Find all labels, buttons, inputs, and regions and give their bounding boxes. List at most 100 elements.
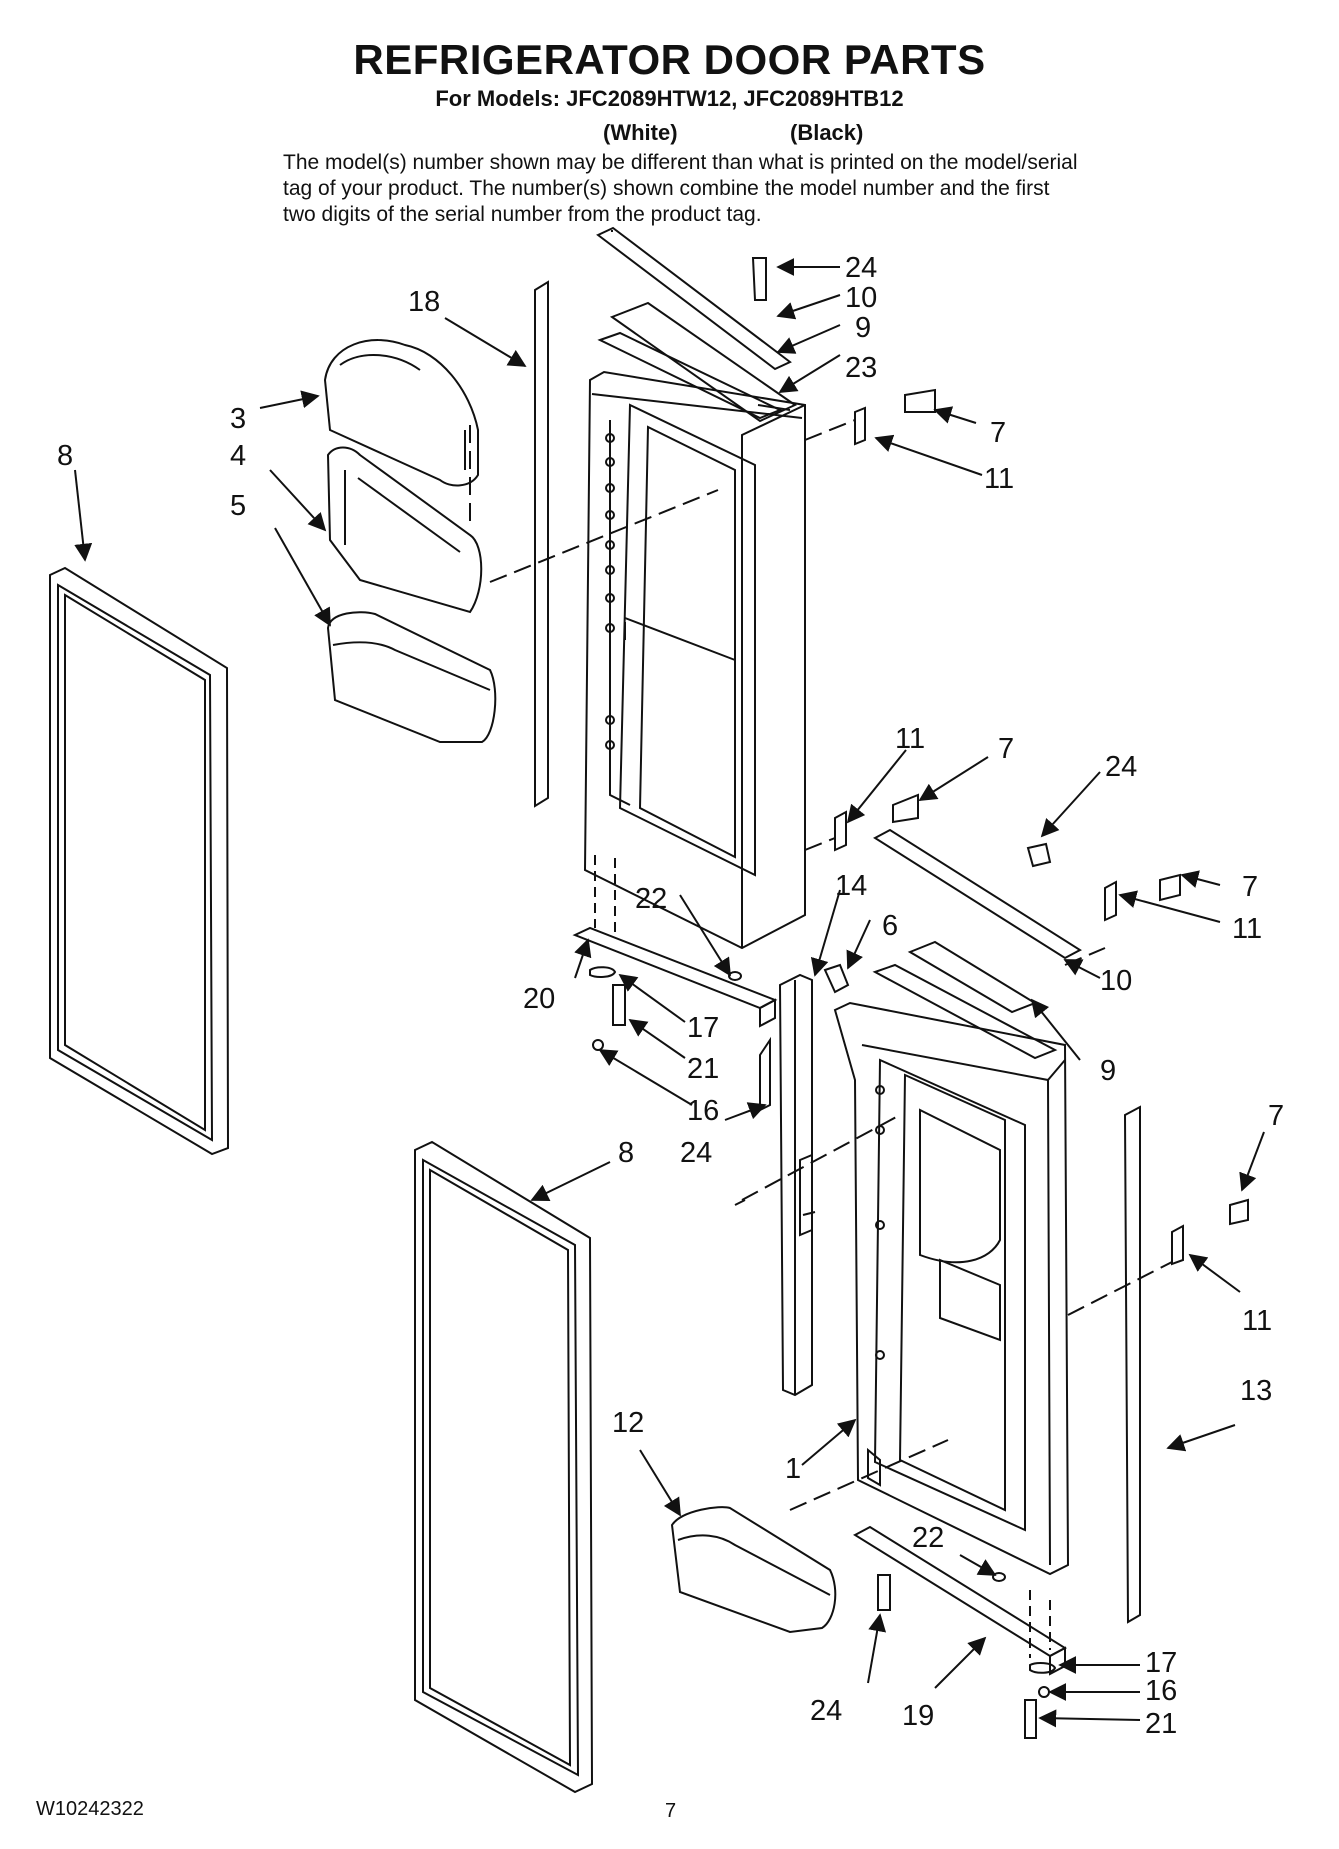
clip-11-right [1104, 880, 1117, 922]
callout-8: 8 [57, 440, 73, 472]
part-drawings [49, 226, 1249, 1794]
door-liner-side [609, 420, 631, 806]
callout-14: 14 [835, 870, 867, 902]
callout-17: 17 [1145, 1647, 1177, 1679]
hinge-cover-top [872, 963, 1058, 1060]
screw-6 [823, 963, 850, 994]
dispenser-cradle [939, 1258, 1001, 1342]
screw-24-lower [877, 1574, 891, 1611]
callout-7: 7 [990, 417, 1006, 449]
door-top-cap-10-lower [873, 828, 1082, 960]
hinge-bracket-20-upper [572, 855, 778, 1051]
door-1-liner-outer [873, 1058, 1026, 1532]
callout-7: 7 [1242, 871, 1258, 903]
callout-11: 11 [984, 463, 1014, 495]
callout-11: 11 [895, 723, 925, 755]
refrigerator-door-23 [583, 370, 806, 950]
door-stop-22-lower [992, 1572, 1006, 1582]
callout-11: 11 [1242, 1305, 1272, 1337]
clip-11-upper [854, 406, 866, 446]
door-top-detail [757, 404, 791, 415]
callout-23: 23 [845, 352, 877, 384]
clip-11-lower [1171, 1224, 1184, 1266]
lower-right-door-assembly [833, 828, 1082, 1576]
page-title: REFRIGERATOR DOOR PARTS [353, 36, 986, 83]
screw-24-center [759, 1036, 771, 1112]
callout-1: 1 [785, 1453, 801, 1485]
model-number-note: The model(s) number shown may be differe… [283, 151, 1078, 226]
callout-9: 9 [1100, 1055, 1116, 1087]
door-bin-buttons [605, 433, 615, 750]
door-stop-22-upper [728, 971, 742, 981]
upper-left-door-assembly [583, 226, 806, 950]
hinge-screw-21-upper [612, 984, 626, 1026]
hinge-cover-detail [597, 331, 783, 420]
callout-16: 16 [1145, 1675, 1177, 1707]
callout-22: 22 [912, 1522, 944, 1554]
door-liner-outer [618, 403, 756, 877]
upper-door-bins [323, 339, 497, 743]
callout-10: 10 [1100, 965, 1132, 997]
hinge-spacer-16-upper [592, 1039, 604, 1051]
hinge-spacer-16-lower [1038, 1686, 1050, 1698]
callout-7: 7 [1268, 1100, 1284, 1132]
callout-18: 18 [408, 286, 440, 318]
refrigerator-door-1 [833, 1001, 1070, 1576]
document-number: W10242322 [36, 1798, 144, 1820]
callout-6: 6 [882, 910, 898, 942]
gasket-strip-18 [534, 280, 549, 808]
color-black-label: (Black) [790, 120, 864, 145]
callout-19: 19 [902, 1700, 934, 1732]
callout-21: 21 [1145, 1708, 1177, 1740]
screw-7-lower [1229, 1198, 1249, 1226]
screw-7-upper [904, 388, 936, 413]
color-white-label: (White) [603, 120, 678, 145]
bin-cover-3 [323, 339, 479, 487]
callout-22: 22 [635, 883, 667, 915]
hinge-cover-9-upper [609, 301, 798, 423]
alignment-lines [469, 419, 1173, 1511]
clip-11-mid [834, 810, 847, 852]
dispenser-housing [919, 1108, 1001, 1264]
door-1-liner-inner [898, 1073, 1006, 1512]
callout-13: 13 [1240, 1375, 1272, 1407]
callout-17: 17 [687, 1012, 719, 1044]
callout-16: 16 [687, 1095, 719, 1127]
screw-7-right [1159, 873, 1181, 902]
door-gasket-8-lower [414, 1140, 594, 1794]
door-bin-12 [670, 1506, 837, 1634]
screw-7-mid [892, 793, 919, 824]
gasket-strip-13 [1123, 1105, 1141, 1624]
callout-12: 12 [612, 1407, 644, 1439]
callout-8: 8 [618, 1137, 634, 1169]
callout-3: 3 [230, 403, 246, 435]
door-liner-inner [638, 425, 736, 859]
hinge-washer-17-upper [589, 966, 617, 978]
page-number: 7 [665, 1800, 677, 1822]
callout-4: 4 [230, 440, 246, 472]
door-bin-5 [326, 611, 497, 743]
callout-24: 24 [1105, 751, 1137, 783]
door-bin-4 [326, 446, 483, 614]
screw-24-right [1026, 842, 1052, 868]
hinge-washer-17-lower [1029, 1662, 1057, 1674]
callout-20: 20 [523, 983, 555, 1015]
door-top-cap-10-upper [596, 226, 792, 371]
callout-7: 7 [998, 733, 1014, 765]
liner-shelf-ridge [624, 617, 736, 661]
door-gasket-8-left [49, 566, 230, 1156]
callout-labels: 24 10 9 23 18 7 11 3 4 5 8 11 7 24 7 11 … [57, 252, 1284, 1740]
callout-21: 21 [687, 1053, 719, 1085]
mullion-14 [759, 963, 850, 1397]
screw-24-top [751, 257, 767, 301]
callout-24: 24 [810, 1695, 842, 1727]
model-list: For Models: JFC2089HTW12, JFC2089HTB12 [435, 86, 904, 111]
callout-5: 5 [230, 490, 246, 522]
callout-11: 11 [1232, 913, 1262, 945]
callout-9: 9 [855, 312, 871, 344]
callout-10: 10 [845, 282, 877, 314]
callout-arrows [74, 258, 1265, 1728]
hinge-screw-21-lower [1024, 1699, 1037, 1739]
callout-24: 24 [680, 1137, 712, 1169]
